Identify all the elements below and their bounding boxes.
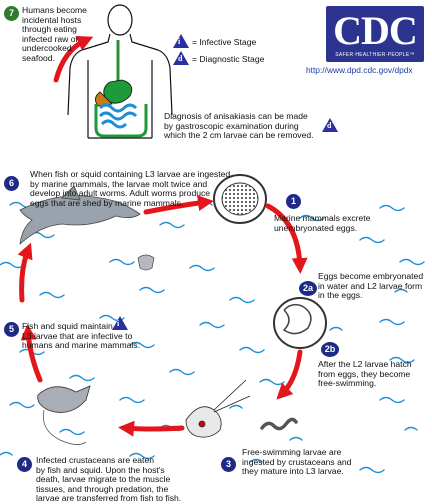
dolphin <box>19 185 141 246</box>
infective-symbol: i <box>178 37 181 46</box>
step-3-badge: 3 <box>221 457 236 472</box>
legend-infective: = Infective Stage <box>192 37 257 47</box>
arrow-5-to-7 <box>53 36 94 83</box>
step-2a-badge: 2a <box>299 281 317 296</box>
step-3-text: Free-swimming larvae are ingested by cru… <box>242 447 352 477</box>
step-2b-badge: 2b <box>321 342 339 357</box>
arrow-4-to-5 <box>20 324 43 383</box>
legend-diagnostic: = Diagnostic Stage <box>192 54 265 64</box>
step-4-badge: 4 <box>17 457 32 472</box>
step-7-badge: 7 <box>4 6 19 21</box>
cdc-url-link[interactable]: http://www.dpd.cdc.gov/dpdx <box>306 65 413 75</box>
step-2a-text: Eggs become embryonated in water and L2 … <box>318 271 424 301</box>
fish <box>37 385 91 445</box>
diagnostic-stage-icon: d <box>173 51 189 65</box>
step-6-badge: 6 <box>4 176 19 191</box>
step-5-badge: 5 <box>4 322 19 337</box>
step-1-badge: 1 <box>286 194 301 209</box>
diagnostic-marker-symbol: d <box>327 121 332 130</box>
crustacean <box>185 379 251 438</box>
arrow-2a-to-2b <box>276 349 303 400</box>
step-1-text: Marine mammals excrete unembryonated egg… <box>274 213 371 233</box>
arrow-6-to-1 <box>143 195 214 215</box>
cdc-logo-text: CDC <box>333 8 418 53</box>
cdc-logo-tagline: SAFER·HEALTHIER·PEOPLE™ <box>335 52 415 58</box>
infective-marker-symbol: i <box>117 319 120 328</box>
arrow-1-to-2a <box>265 203 308 274</box>
human-figure <box>67 4 173 139</box>
digestive-organs <box>94 40 148 138</box>
step-2b-text: After the L2 larvae hatch from eggs, the… <box>318 359 412 389</box>
egg-unembryonated <box>213 174 267 224</box>
arrow-5-to-6 <box>17 242 33 303</box>
step-7-text: Humans become incidental hosts through e… <box>22 5 87 63</box>
free-swimming-larva <box>260 417 298 431</box>
egg-embryonated <box>273 297 327 349</box>
infective-stage-marker: i <box>112 316 128 330</box>
infective-stage-icon: i <box>173 34 189 48</box>
cycle-arrows <box>17 36 308 437</box>
arrow-3-to-4 <box>118 420 185 437</box>
step-4-text: Infected crustaceans are eaten by fish a… <box>36 455 182 504</box>
step-6-text: When fish or squid containing L3 larvae … <box>30 169 231 208</box>
diagnostic-stage-marker: d <box>322 118 338 132</box>
step-5-text: Fish and squid maintain L3 larvae that a… <box>22 321 140 351</box>
cdc-logo: CDC SAFER·HEALTHIER·PEOPLE™ <box>326 6 424 62</box>
diagnostic-symbol: d <box>178 54 183 63</box>
squid-small <box>137 254 155 271</box>
diagnosis-note: Diagnosis of anisakiasis can be made by … <box>164 111 314 141</box>
